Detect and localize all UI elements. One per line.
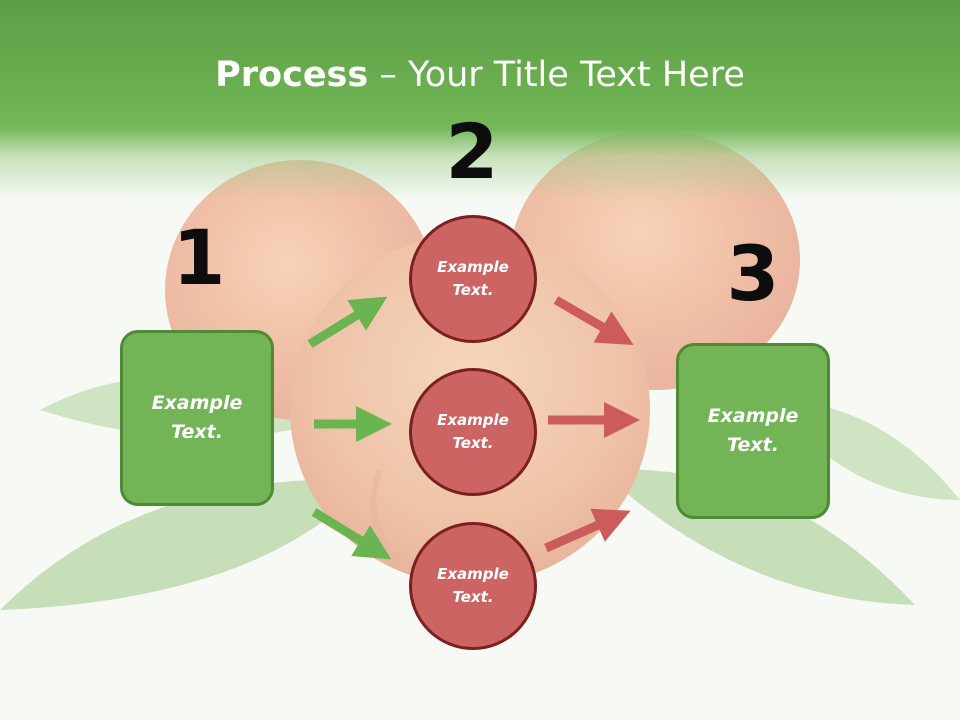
circle-1-text: Example Text. (437, 256, 509, 302)
step-1-text-line1: Example (151, 392, 243, 414)
step-3-box[interactable]: Example Text. (676, 343, 830, 519)
step-3-text-line2: Text. (727, 434, 779, 456)
step-number-3: 3 (726, 229, 780, 318)
step-3-text: Example Text. (708, 402, 799, 460)
step-number-1: 1 (172, 213, 226, 302)
leaf-left-lower (0, 479, 370, 610)
title-rest: – Your Title Text Here (368, 55, 745, 95)
circle-1-text-line2: Text. (452, 281, 494, 299)
step-3-text-line1: Example (707, 405, 799, 427)
arrow-red-up (544, 508, 631, 553)
circle-2[interactable]: Example Text. (409, 368, 537, 496)
slide-title: Process – Your Title Text Here (0, 50, 960, 100)
circle-3-text: Example Text. (437, 563, 509, 609)
arrow-green-up (307, 296, 388, 348)
step-1-text: Example Text. (152, 389, 243, 447)
step-number-2: 2 (445, 107, 499, 196)
circle-3-text-line1: Example (437, 565, 509, 583)
circle-2-text-line2: Text. (452, 434, 494, 452)
title-bold: Process (215, 55, 369, 95)
circle-3-text-line2: Text. (452, 588, 494, 606)
circle-1-text-line1: Example (437, 258, 509, 276)
step-1-text-line2: Text. (171, 421, 223, 443)
circle-3[interactable]: Example Text. (409, 522, 537, 650)
arrow-red-down (553, 296, 634, 346)
circle-2-text-line1: Example (437, 411, 509, 429)
circle-1[interactable]: Example Text. (409, 215, 537, 343)
arrow-green-down (311, 508, 392, 560)
circle-2-text: Example Text. (437, 409, 509, 455)
title-bar (0, 0, 960, 200)
step-1-box[interactable]: Example Text. (120, 330, 274, 506)
